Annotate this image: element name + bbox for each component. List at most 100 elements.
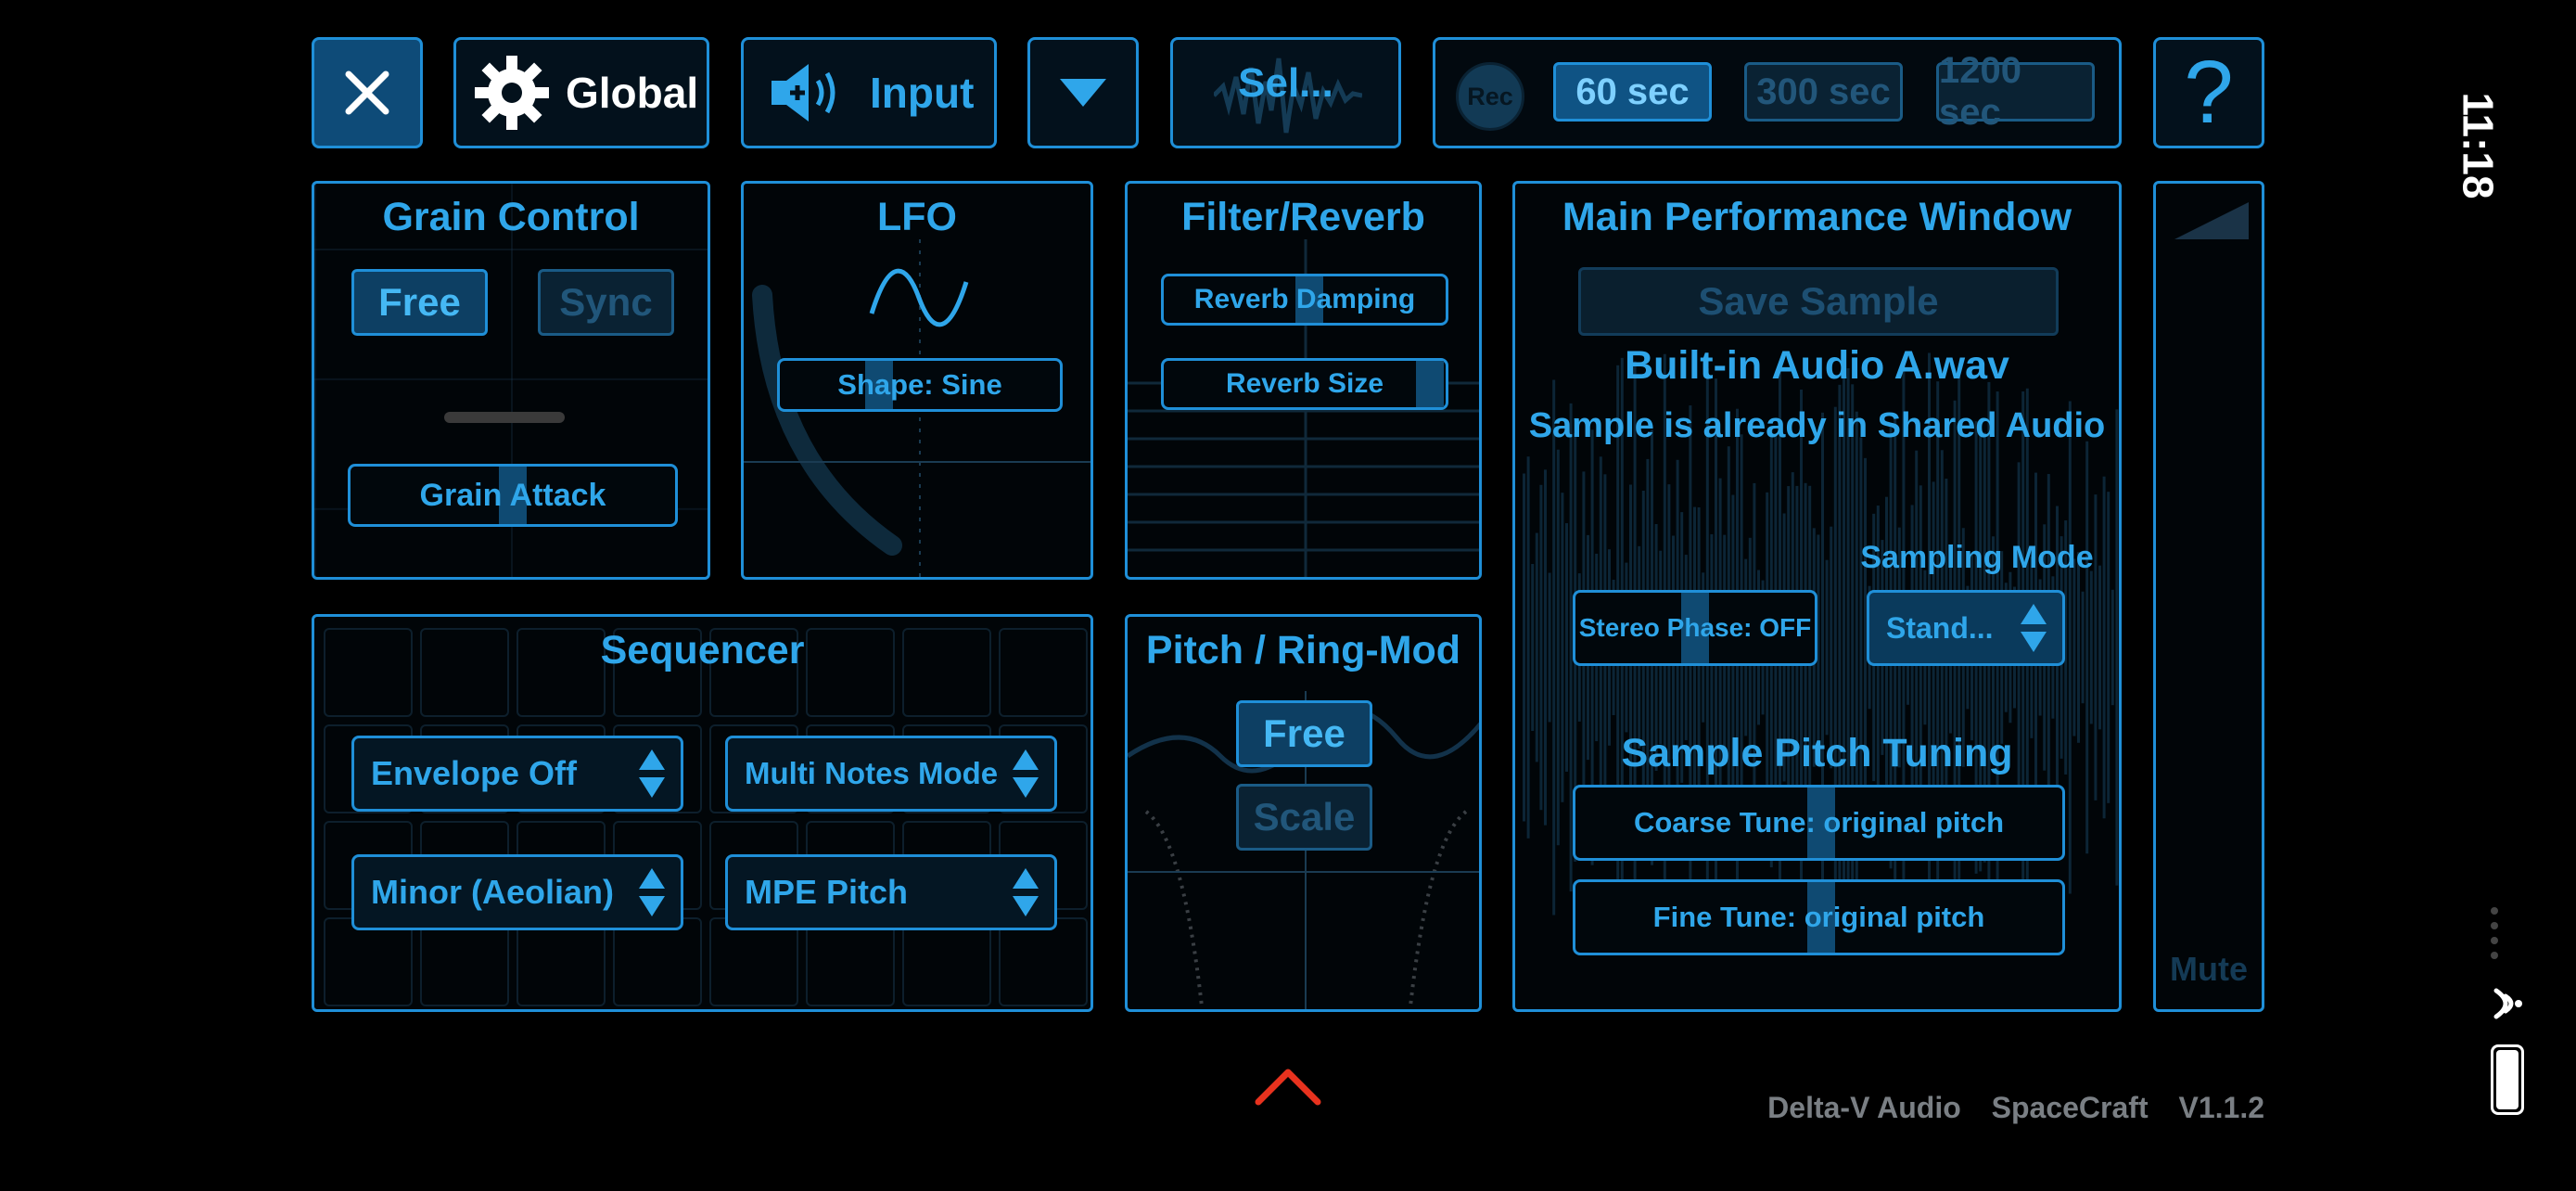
filter-reverb-title: Filter/Reverb (1181, 195, 1425, 239)
grain-sync-label: Sync (559, 280, 653, 324)
pitch-scale-label: Scale (1253, 795, 1356, 839)
waveform-bar (1523, 473, 1525, 822)
waveform-bar (1561, 493, 1564, 802)
sampling-mode-label: Sampling Mode (1860, 540, 2094, 575)
footer-version: V1.1.2 (2178, 1091, 2264, 1124)
sequencer-cell (902, 917, 991, 1006)
envelope-select[interactable]: Envelope Off (351, 736, 683, 812)
close-button[interactable] (312, 37, 423, 148)
grain-sync-toggle[interactable]: Sync (538, 269, 674, 336)
scale-select[interactable]: Minor (Aeolian) (351, 854, 683, 930)
sequencer-title: Sequencer (600, 628, 805, 672)
sequencer-cell (709, 628, 798, 717)
sequencer-cell (420, 628, 509, 717)
waveform-bar (2115, 409, 2119, 886)
mute-label[interactable]: Mute (2170, 950, 2248, 988)
main-window-title: Main Performance Window (1562, 195, 2072, 239)
coarse-tune-label: Coarse Tune: original pitch (1633, 806, 2005, 839)
duration-60-button[interactable]: 60 sec (1553, 62, 1712, 122)
waveform-bar (1830, 526, 1833, 769)
sequencer-cell (516, 628, 606, 717)
pitch-ringmod-title: Pitch / Ring-Mod (1145, 628, 1461, 672)
grain-free-label: Free (378, 280, 461, 324)
volume-panel[interactable]: Mute (2153, 181, 2264, 1012)
reverb-damping-slider[interactable]: Reverb Damping (1161, 274, 1448, 326)
pitch-scale-toggle[interactable]: Scale (1236, 784, 1372, 851)
waveform-bar (2081, 591, 2085, 704)
scale-value: Minor (Aeolian) (371, 873, 614, 911)
fine-tune-knob[interactable] (1807, 882, 1835, 953)
filter-reverb-panel: Filter/Reverb Reverb Damping Reverb Size (1125, 181, 1482, 580)
sequencer-cell (999, 628, 1088, 717)
sequencer-cell (324, 628, 413, 717)
wifi-icon (2493, 988, 2522, 1019)
waveform-bar (1556, 449, 1560, 846)
lfo-shape-slider[interactable]: Shape: Sine (777, 358, 1063, 412)
waveform-bar (1531, 563, 1535, 732)
waveform-bar (2089, 570, 2093, 724)
sequencer-cell (806, 917, 895, 1006)
reverb-size-slider[interactable]: Reverb Size (1161, 358, 1448, 410)
reverb-damping-knob[interactable] (1295, 276, 1323, 323)
waveform-bar (1817, 534, 1820, 761)
grain-handle[interactable] (444, 412, 565, 423)
pitch-free-toggle[interactable]: Free (1236, 700, 1372, 767)
duration-1200-button[interactable]: 1200 sec (1936, 50, 2095, 133)
fine-tune-slider[interactable]: Fine Tune: original pitch (1573, 879, 2065, 955)
notes-mode-select[interactable]: Multi Notes Mode (725, 736, 1057, 812)
waveform-icon (1214, 58, 1362, 134)
duration-60-label: 60 sec (1575, 70, 1690, 112)
waveform-bar (1825, 559, 1829, 736)
waveform-bar (2102, 476, 2106, 819)
notes-mode-value: Multi Notes Mode (745, 756, 999, 790)
pitch-tuning-title: Sample Pitch Tuning (1621, 731, 2013, 775)
dropdown-button[interactable] (1027, 37, 1139, 148)
coarse-tune-slider[interactable]: Coarse Tune: original pitch (1573, 785, 2065, 861)
chevron-up-icon[interactable] (1255, 1065, 1321, 1106)
rec-label: Rec (1467, 82, 1513, 110)
stereo-phase-knob[interactable] (1681, 593, 1709, 663)
waveform-bar (1552, 379, 1556, 916)
sequencer-grid (314, 617, 1090, 1009)
grain-attack-label: Grain Attack (419, 477, 606, 513)
global-settings-button[interactable]: Global (453, 37, 709, 148)
coarse-tune-knob[interactable] (1807, 788, 1835, 858)
grain-free-toggle[interactable]: Free (351, 269, 488, 336)
grain-attack-slider[interactable]: Grain Attack (348, 464, 678, 527)
help-button[interactable]: ? (2153, 37, 2264, 148)
waveform-bar (1851, 384, 1855, 911)
sampling-mode-select[interactable]: Stand... (1867, 590, 2065, 666)
updown-arrows-icon (639, 749, 665, 798)
waveform-bar (1539, 484, 1543, 811)
stereo-phase-slider[interactable]: Stereo Phase: OFF (1573, 590, 1817, 666)
save-sample-label: Save Sample (1698, 279, 1939, 323)
grain-attack-knob[interactable] (499, 467, 527, 524)
waveform-bar (1846, 368, 1850, 927)
sequencer-cell (709, 917, 798, 1006)
rec-button[interactable]: Rec (1456, 62, 1524, 131)
help-label: ? (2184, 43, 2234, 142)
sequencer-cell (999, 917, 1088, 1006)
lfo-panel: LFO Shape: Sine (741, 181, 1093, 580)
stereo-phase-label: Stereo Phase: OFF (1578, 613, 1812, 642)
sample-select-button[interactable]: Sel... (1170, 37, 1401, 148)
input-button[interactable]: Input (741, 37, 997, 148)
recorder-group: Rec 60 sec 300 sec 1200 sec (1433, 37, 2122, 148)
mpe-select[interactable]: MPE Pitch (725, 854, 1057, 930)
waveform-bar (1544, 469, 1547, 826)
sequencer-panel: Sequencer Envelope Off Multi Notes Mode … (312, 614, 1093, 1012)
speaker-input-icon (772, 64, 835, 122)
fine-tune-label: Fine Tune: original pitch (1652, 901, 1985, 933)
battery-icon (2491, 1044, 2524, 1115)
pitch-free-label: Free (1263, 711, 1345, 755)
sample-select-label: Sel... (1238, 60, 1333, 106)
reverb-size-knob[interactable] (1416, 361, 1444, 407)
waveform-bar (1526, 456, 1530, 839)
save-sample-button[interactable]: Save Sample (1578, 267, 2059, 336)
close-icon (345, 70, 389, 115)
footer-brand: Delta-V Audio (1767, 1091, 1961, 1124)
waveform-bar (2094, 494, 2098, 800)
lfo-shape-knob[interactable] (865, 361, 893, 409)
duration-300-button[interactable]: 300 sec (1744, 62, 1903, 122)
waveform-bar (1859, 437, 1863, 858)
